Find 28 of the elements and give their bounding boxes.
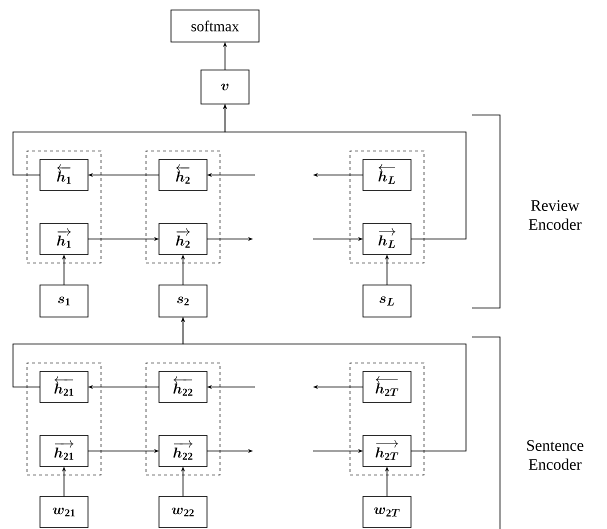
dashed-group-box (146, 362, 220, 476)
vector-box: $\overleftarrow{\boldsymbol{h}_{\mathbf{1}}}$ (40, 159, 88, 191)
vector-box: $\boldsymbol{w}_{\mathbf{2}\boldsymbol{T}}$ (362, 496, 412, 528)
vector-box: $\boldsymbol{v}$ (200, 70, 250, 104)
dashed-group-box (350, 362, 424, 476)
vector-box: $\overrightarrow{\boldsymbol{h}_{\mathbf{21}}}$ (40, 435, 88, 467)
label-box: softmax (170, 10, 260, 42)
section-label: Sentence Encoder (527, 440, 584, 470)
vector-box: $\boldsymbol{s}_{\mathbf{1}}$ (40, 284, 88, 318)
vector-box: $\overleftarrow{\boldsymbol{h}_{\mathbf{22}}}$ (158, 371, 208, 403)
vector-box: $\boldsymbol{w}_{\mathbf{21}}$ (40, 496, 88, 528)
dashed-group-box (26, 150, 102, 264)
dashed-group-box (350, 150, 424, 264)
vector-box: $\overleftarrow{\boldsymbol{h}_{\mathbf{2}}}$ (158, 159, 208, 191)
vector-box: $\boldsymbol{w}_{\mathbf{22}}$ (158, 496, 208, 528)
vector-box: $\overrightarrow{\boldsymbol{h}_{\mathbf{22}}}$ (158, 435, 208, 467)
vector-box: $\overleftarrow{\boldsymbol{h}_{\mathbf{21}}}$ (40, 371, 88, 403)
vector-box: $\overrightarrow{\boldsymbol{h}_{\mathbf{2}}}$ (158, 223, 208, 255)
vector-box: $\overrightarrow{\boldsymbol{h}_{\mathbf{1}}}$ (40, 223, 88, 255)
dashed-group-box (146, 150, 220, 264)
vector-box: $\overleftarrow{\boldsymbol{h}_{\mathbf{2}\boldsymbol{T}}}$ (362, 371, 412, 403)
vector-box: $\overrightarrow{\boldsymbol{h}_{\mathbf{2}\boldsymbol{T}}}$ (362, 435, 412, 467)
vector-box: $\boldsymbol{s}_{\mathbf{2}}$ (158, 284, 208, 318)
vector-box: $\boldsymbol{s}_{\boldsymbol{L}}$ (362, 284, 412, 318)
vector-box: $\overrightarrow{\boldsymbol{h}_{\boldsymbol{L}}}$ (362, 223, 412, 255)
vector-box: $\overleftarrow{\boldsymbol{h}_{\boldsymbol{L}}}$ (362, 159, 412, 191)
dashed-group-box (26, 362, 102, 476)
section-label: Review Encoder (528, 200, 582, 230)
